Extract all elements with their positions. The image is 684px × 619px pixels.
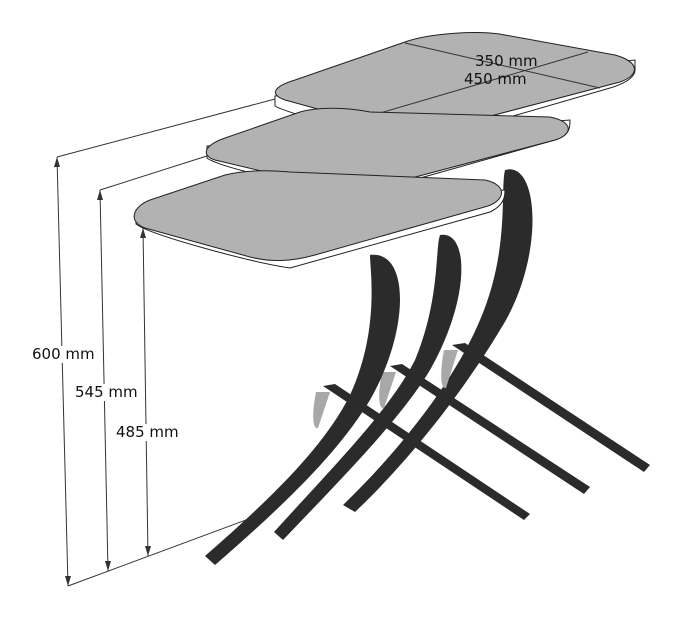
dimension-height-medium: 545 mm [74,383,139,401]
tabletop-small [133,170,506,269]
dimension-top-width: 450 mm [464,70,527,88]
legs-large [343,169,650,512]
dimension-height-small: 485 mm [115,423,180,441]
dimension-top-depth: 350 mm [475,52,538,70]
dimension-height-large: 600 mm [31,345,96,363]
dimension-arrows [54,157,151,586]
legs-small [205,254,530,566]
legs-medium [274,234,590,541]
